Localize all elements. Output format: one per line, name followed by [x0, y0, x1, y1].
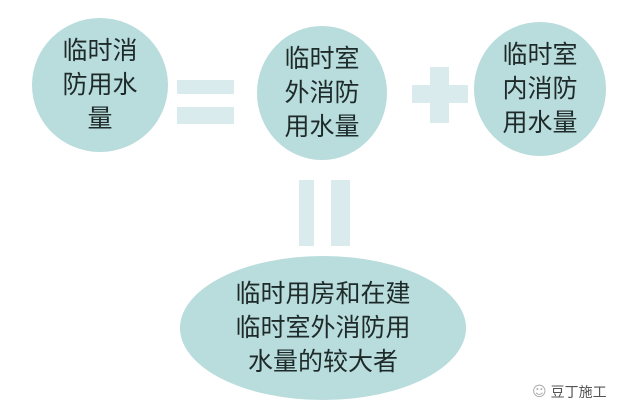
equals-bar [177, 80, 234, 94]
watermark: ☺豆丁施工 [532, 382, 607, 402]
watermark-text: 豆丁施工 [550, 385, 607, 401]
circle-label: 临时室外消防用水量 [284, 44, 360, 141]
result-label: 临时用房和在建临时室外消防用水量的较大者 [235, 279, 411, 376]
equals-bar [177, 107, 234, 124]
circle-indoor: 临时室内消防用水量 [474, 22, 606, 156]
circle-outdoor: 临时室外消防用水量 [257, 26, 387, 160]
wechat-icon: ☺ [532, 384, 547, 400]
circle-total: 临时消防用水量 [32, 18, 168, 152]
result-ellipse: 临时用房和在建临时室外消防用水量的较大者 [180, 256, 466, 400]
circle-label: 临时消防用水量 [62, 36, 138, 133]
equals-bar [299, 180, 314, 246]
equals-bar [331, 180, 350, 246]
circle-label: 临时室内消防用水量 [502, 40, 578, 137]
plus-bar [430, 67, 449, 123]
